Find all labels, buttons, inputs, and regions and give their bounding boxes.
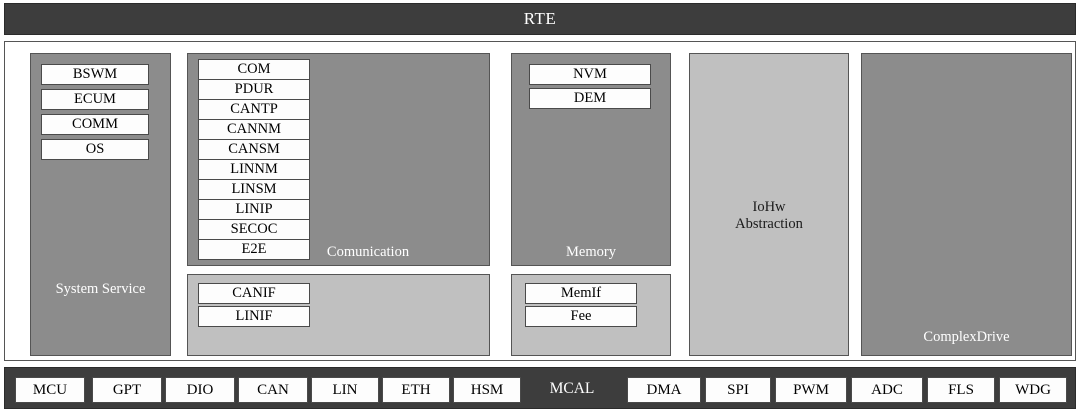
- panel-iohw-abstraction-title: IoHw Abstraction: [690, 199, 848, 232]
- module-linnm[interactable]: LINNM: [198, 159, 310, 180]
- panel-system-service-title: System Service: [55, 281, 146, 297]
- mcal-module-wdg[interactable]: WDG: [999, 377, 1067, 403]
- mcal-module-pwm[interactable]: PWM: [775, 377, 847, 403]
- bsw-layer-frame: System Service BSWM ECUM COMM OS Comunic…: [4, 41, 1076, 361]
- rte-label: RTE: [523, 9, 557, 28]
- module-cansm[interactable]: CANSM: [198, 139, 310, 160]
- mcal-module-eth[interactable]: ETH: [382, 377, 450, 403]
- mcal-module-fls[interactable]: FLS: [927, 377, 995, 403]
- panel-iohw-abstraction[interactable]: IoHw Abstraction: [689, 53, 849, 356]
- panel-iohw-abstraction-title-line1: IoHw: [752, 199, 786, 215]
- panel-complex-drive-title: ComplexDrive: [923, 329, 1010, 345]
- module-com[interactable]: COM: [198, 59, 310, 80]
- module-e2e[interactable]: E2E: [198, 239, 310, 260]
- module-ecum[interactable]: ECUM: [41, 89, 149, 110]
- mcal-module-mcu[interactable]: MCU: [15, 377, 85, 403]
- mcal-module-hsm[interactable]: HSM: [453, 377, 521, 403]
- mcal-module-can[interactable]: CAN: [238, 377, 308, 403]
- panel-iohw-abstraction-title-line2: Abstraction: [735, 215, 803, 232]
- mcal-module-dio[interactable]: DIO: [165, 377, 235, 403]
- module-pdur[interactable]: PDUR: [198, 79, 310, 100]
- mcal-label: MCAL: [549, 380, 595, 397]
- mcal-module-lin[interactable]: LIN: [311, 377, 379, 403]
- module-secoc[interactable]: SECOC: [198, 219, 310, 240]
- module-fee[interactable]: Fee: [525, 306, 637, 327]
- mcal-module-dma[interactable]: DMA: [627, 377, 701, 403]
- module-linif[interactable]: LINIF: [198, 306, 310, 327]
- module-linsm[interactable]: LINSM: [198, 179, 310, 200]
- module-os[interactable]: OS: [41, 139, 149, 160]
- mcal-module-gpt[interactable]: GPT: [92, 377, 162, 403]
- panel-memory-title: Memory: [566, 244, 616, 260]
- mcal-module-spi[interactable]: SPI: [705, 377, 771, 403]
- module-nvm[interactable]: NVM: [529, 64, 651, 85]
- module-cannm[interactable]: CANNM: [198, 119, 310, 140]
- module-dem[interactable]: DEM: [529, 88, 651, 109]
- module-comm[interactable]: COMM: [41, 114, 149, 135]
- mcal-layer-bar: MCU GPT DIO CAN LIN ETH HSM MCAL DMA SPI…: [4, 367, 1076, 409]
- panel-complex-drive[interactable]: ComplexDrive: [861, 53, 1072, 356]
- module-linip[interactable]: LINIP: [198, 199, 310, 220]
- panel-communication-title: Comunication: [326, 244, 410, 260]
- module-cantp[interactable]: CANTP: [198, 99, 310, 120]
- mcal-module-adc[interactable]: ADC: [851, 377, 923, 403]
- rte-layer-bar: RTE: [4, 3, 1076, 35]
- module-memif[interactable]: MemIf: [525, 283, 637, 304]
- module-bswm[interactable]: BSWM: [41, 64, 149, 85]
- module-canif[interactable]: CANIF: [198, 283, 310, 304]
